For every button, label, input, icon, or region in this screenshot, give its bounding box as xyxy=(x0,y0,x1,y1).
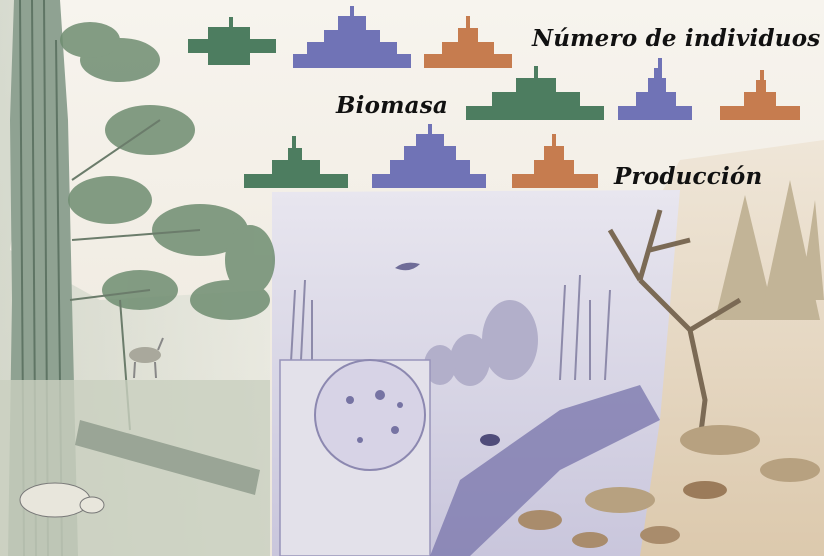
pyramid-bar xyxy=(188,39,276,53)
pyramid-bar xyxy=(654,68,662,80)
pyramid-bar xyxy=(307,42,397,56)
pyramid-bar xyxy=(720,106,800,120)
pyramid-bar xyxy=(292,136,296,148)
pyramid-bar xyxy=(534,160,574,174)
pyramid-bar xyxy=(756,80,766,92)
dead-tree xyxy=(607,209,742,441)
pyramid-bar xyxy=(390,160,470,174)
pyramid-bar xyxy=(442,42,494,56)
pyramid-bar xyxy=(293,54,411,68)
pyramid-bar xyxy=(208,51,250,65)
pyramid-bar xyxy=(760,70,764,80)
pyramid-bar xyxy=(466,16,470,28)
pyramid-produccion-green xyxy=(244,136,348,188)
deer xyxy=(129,337,164,379)
pyramid-biomasa-orange xyxy=(720,70,800,120)
reeds xyxy=(289,274,611,381)
distant-trees xyxy=(424,300,538,386)
pyramid-bar xyxy=(372,174,486,188)
pyramid-group xyxy=(188,6,800,188)
pyramid-bar xyxy=(424,54,512,68)
pyramid-biomasa-green xyxy=(466,66,604,120)
leaf-litter xyxy=(518,510,680,548)
turtle xyxy=(480,434,500,446)
pyramid-bar xyxy=(744,92,776,106)
pyramid-numero-green xyxy=(188,17,276,65)
desert-shrubs xyxy=(585,425,820,513)
forest-branches xyxy=(69,119,201,431)
pyramid-bar xyxy=(288,148,302,160)
pyramid-bar xyxy=(552,134,556,146)
pyramid-bar xyxy=(618,106,692,120)
pyramid-bar xyxy=(516,78,556,92)
pyramid-bar xyxy=(636,92,676,106)
rodent xyxy=(683,481,727,499)
pyramid-numero-orange xyxy=(424,16,512,68)
label-biomasa: Biomasa xyxy=(336,92,449,119)
pyramid-produccion-purple xyxy=(372,124,486,188)
pyramid-bar xyxy=(272,160,320,174)
pyramid-bar xyxy=(458,28,478,42)
pyramid-bar xyxy=(416,134,444,146)
rat-animal xyxy=(19,482,105,518)
pyramid-bar xyxy=(658,58,662,68)
pyramid-bar xyxy=(544,146,564,160)
fallen-log xyxy=(75,420,260,495)
label-produccion: Producción xyxy=(614,163,763,190)
pyramid-biomasa-purple xyxy=(618,58,692,120)
conifers xyxy=(715,180,824,320)
pyramid-bar xyxy=(534,66,538,78)
plankton-circle xyxy=(314,359,426,471)
stream xyxy=(430,385,660,556)
pyramid-produccion-orange xyxy=(512,134,598,188)
pyramid-numero-purple xyxy=(293,6,411,68)
pyramid-bar xyxy=(404,146,456,160)
pyramid-bar xyxy=(324,30,380,44)
pyramid-bar xyxy=(648,78,666,92)
pyramid-bar xyxy=(466,106,604,120)
pyramid-bar xyxy=(229,17,233,27)
pyramid-bar xyxy=(208,27,250,41)
label-numero-de-individuos: Número de individuos xyxy=(532,25,821,52)
pyramid-bar xyxy=(428,124,432,134)
pyramid-bar xyxy=(244,174,348,188)
pyramid-bar xyxy=(350,6,354,16)
pyramid-bar xyxy=(492,92,580,106)
bird xyxy=(395,262,420,271)
pyramid-bar xyxy=(512,174,598,188)
plankton xyxy=(346,390,403,443)
pyramid-bar xyxy=(338,16,366,30)
